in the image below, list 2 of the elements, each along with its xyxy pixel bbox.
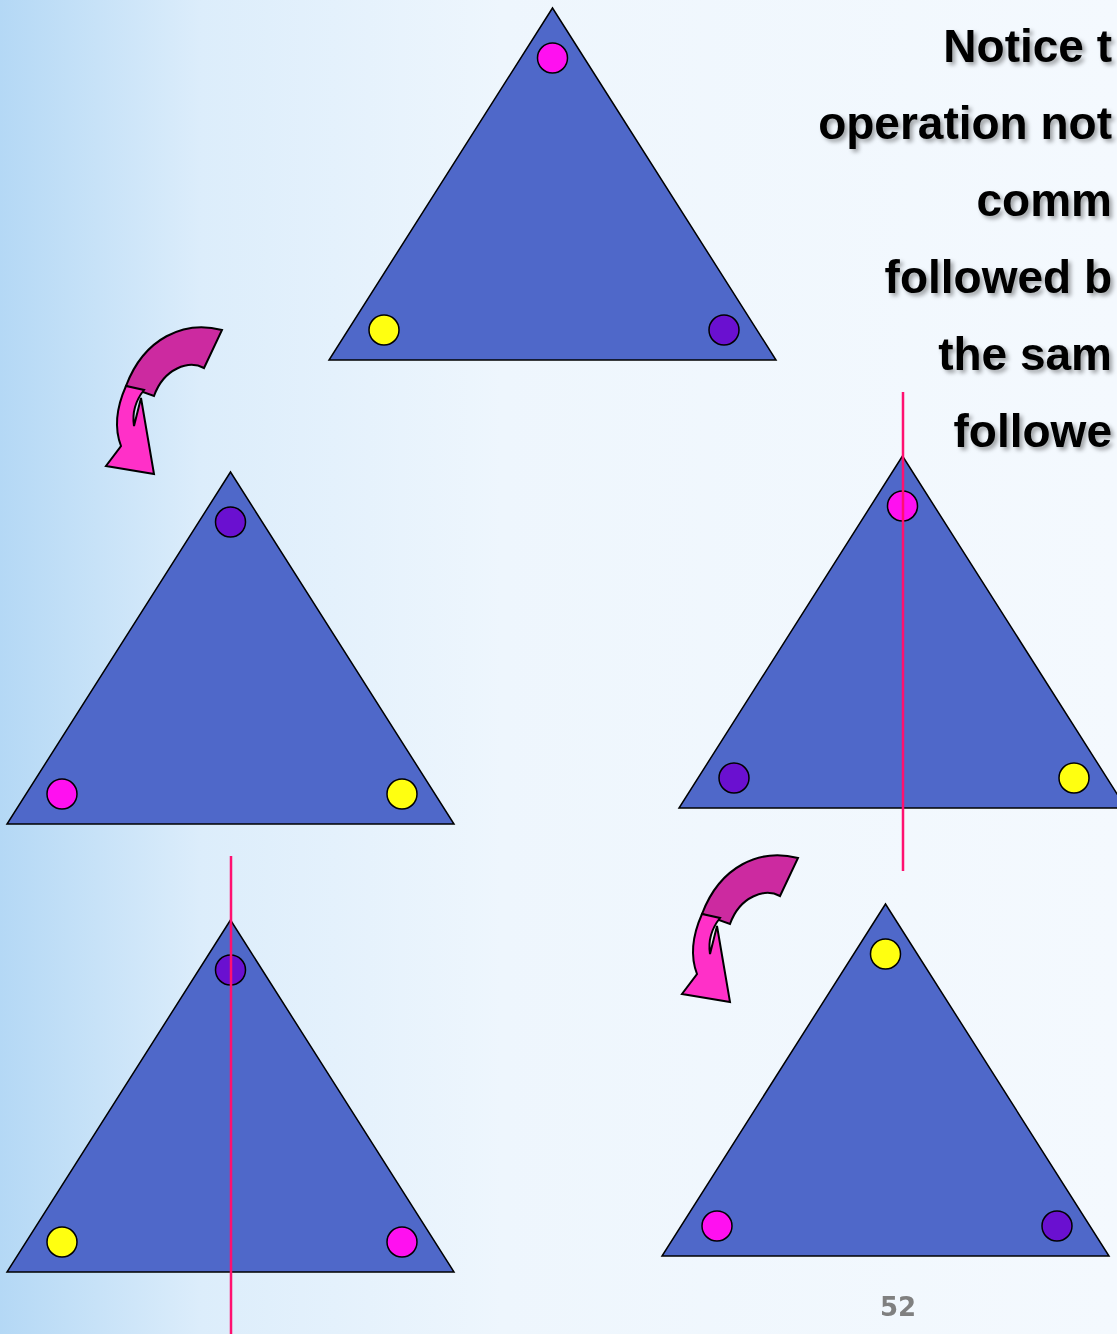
page-number: 52 bbox=[880, 1292, 917, 1322]
note-text: Notice t operation not comm followed b the sam followe bbox=[817, 19, 1112, 459]
